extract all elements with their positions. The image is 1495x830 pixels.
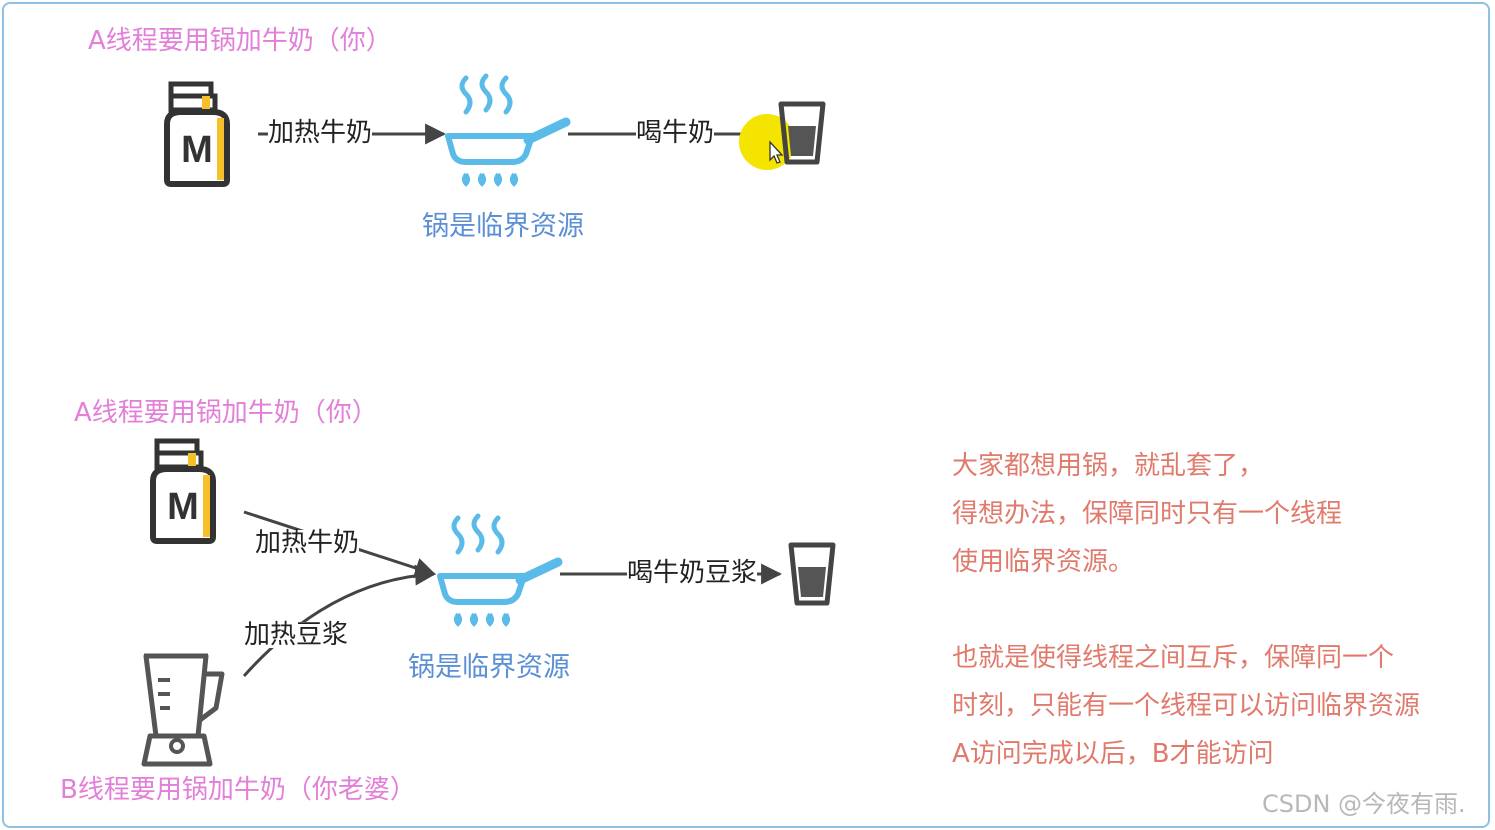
diagram1-title: A线程要用锅加牛奶（你）	[88, 26, 392, 56]
cup-icon	[791, 545, 833, 603]
edge-label-heat-milk: 加热牛奶	[268, 118, 373, 148]
resource-label: 锅是临界资源	[422, 211, 584, 242]
note-line: 时刻，只能有一个线程可以访问临界资源	[952, 691, 1421, 721]
watermark: CSDN @今夜有雨.	[1262, 790, 1466, 818]
pan-on-stove-icon	[440, 516, 558, 624]
edge-heat-soy	[242, 564, 437, 678]
note-line: A访问完成以后，B才能访问	[952, 739, 1274, 769]
diagram2-title-b: B线程要用锅加牛奶（你老婆）	[60, 775, 416, 805]
edge-label-heat-soy: 加热豆浆	[244, 620, 349, 650]
blender-icon	[141, 653, 225, 767]
resource-label: 锅是临界资源	[408, 652, 570, 683]
edge-label-drink-milk: 喝牛奶	[636, 118, 715, 148]
note-line: 大家都想用锅，就乱套了，	[952, 451, 1265, 481]
diagram2-title-a: A线程要用锅加牛奶（你）	[74, 398, 378, 428]
note-line: 使用临界资源。	[952, 547, 1135, 577]
note-line: 也就是使得线程之间互斥，保障同一个	[952, 643, 1395, 673]
edge-label-drink-milk-soy: 喝牛奶豆浆	[627, 558, 758, 588]
note-line	[952, 586, 1420, 634]
edge-label-heat-milk: 加热牛奶	[255, 528, 360, 558]
milk-bottle-icon	[153, 441, 213, 541]
milk-bottle-icon	[167, 84, 227, 184]
note-line: 得想办法，保障同时只有一个线程	[952, 499, 1343, 529]
cursor-icon	[769, 140, 784, 164]
pan-on-stove-icon	[448, 76, 566, 184]
explanation-notes: 大家都想用锅，就乱套了， 得想办法，保障同时只有一个线程 使用临界资源。 也就是…	[952, 442, 1420, 778]
